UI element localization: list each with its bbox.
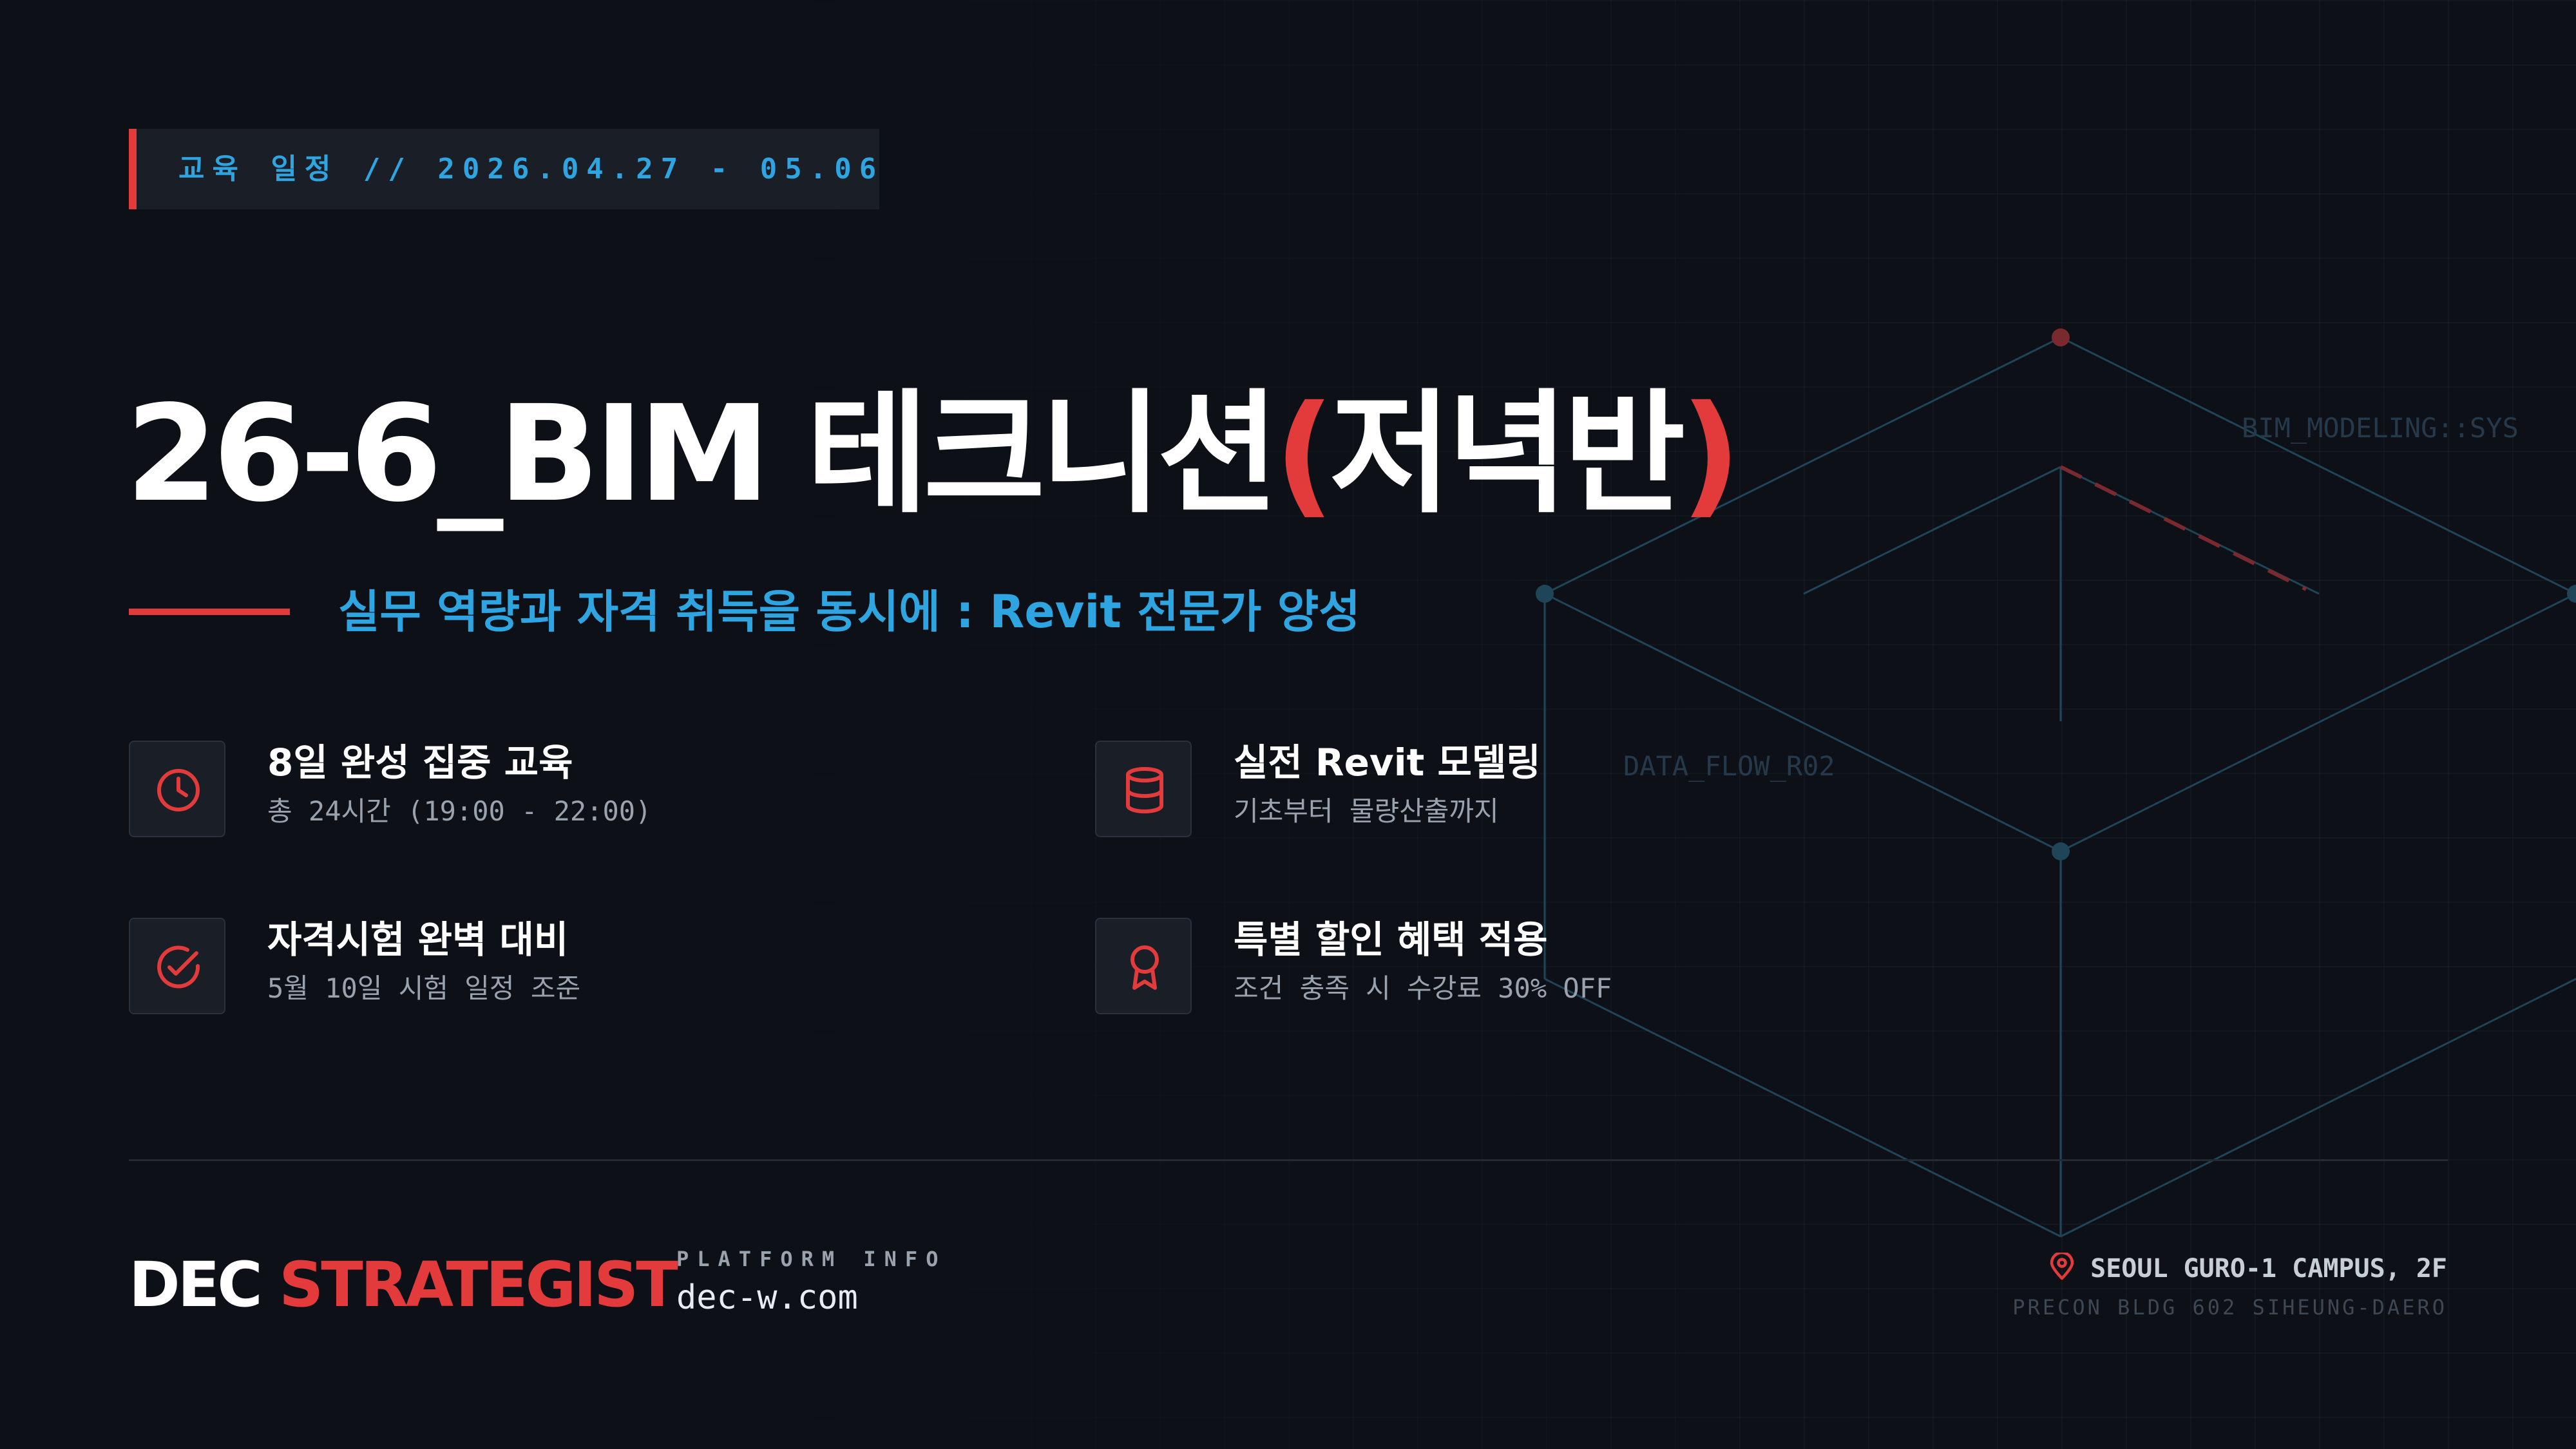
location-sub: PRECON BLDG 602 SIHEUNG-DAERO: [2012, 1295, 2447, 1320]
check-circle-icon: [157, 945, 200, 989]
feature-title: 실전 Revit 모델링: [1234, 741, 1541, 784]
feature-desc: 5월 10일 시험 일정 조준: [267, 972, 581, 1004]
platform-url[interactable]: dec-w.com: [676, 1278, 858, 1317]
subtitle: 실무 역량과 자격 취득을 동시에 : Revit 전문가 양성: [338, 585, 1360, 638]
feature-desc: 조건 충족 시 수강료 30% OFF: [1234, 972, 1612, 1004]
footer-divider: [129, 1159, 2448, 1161]
node-dot: [2567, 585, 2576, 603]
schedule-label: 교육 일정 // 2026.04.27 - 05.06: [178, 153, 884, 185]
node-dot: [1536, 585, 1554, 603]
clock-icon: [157, 769, 200, 811]
node-dot-red: [2052, 328, 2070, 346]
award-icon: [1131, 945, 1159, 990]
decor-label-flow: DATA_FLOW_R02: [1623, 750, 1835, 782]
feature-title: 8일 완성 집중 교육: [267, 741, 573, 784]
title-paren-inner: 저녁반: [1330, 377, 1686, 531]
platform-label: PLATFORM INFO: [676, 1247, 947, 1271]
feature-desc: 기초부터 물량산출까지: [1234, 795, 1499, 827]
feature-title: 자격시험 완벽 대비: [267, 918, 569, 961]
feature-icon-box: [1095, 741, 1192, 837]
title-main: 26-6_BIM 테크니션: [126, 377, 1279, 531]
location-main: SEOUL GURO-1 CAMPUS, 2F: [2090, 1254, 2447, 1283]
feature-item: 자격시험 완벽 대비 5월 10일 시험 일정 조준: [129, 918, 1031, 1014]
feature-title: 특별 할인 혜택 적용: [1234, 918, 1548, 961]
node-dot: [2052, 842, 2070, 860]
brand-logo: DEC STRATEGIST: [129, 1246, 678, 1323]
feature-item: 실전 Revit 모델링 기초부터 물량산출까지: [1095, 741, 1997, 837]
feature-desc: 총 24시간 (19:00 - 22:00): [267, 795, 652, 827]
schedule-tag: 교육 일정 // 2026.04.27 - 05.06: [129, 129, 879, 209]
feature-icon-box: [129, 918, 225, 1014]
feature-item: 8일 완성 집중 교육 총 24시간 (19:00 - 22:00): [129, 741, 1031, 837]
brand-part1: DEC: [129, 1249, 263, 1321]
subtitle-accent-line: [129, 609, 290, 615]
feature-item: 특별 할인 혜택 적용 조건 충족 시 수강료 30% OFF: [1095, 918, 1997, 1014]
location: SEOUL GURO-1 CAMPUS, 2F: [2048, 1249, 2447, 1288]
decor-label-sys: BIM_MODELING::SYS: [2242, 412, 2519, 444]
database-icon: [1126, 767, 1163, 813]
brand-part2: STRATEGIST: [279, 1249, 678, 1321]
title-paren-open: (: [1274, 377, 1335, 531]
feature-icon-box: [1095, 918, 1192, 1014]
page-title: 26-6_BIM 테크니션(저녁반): [126, 357, 1741, 551]
title-paren-close: ): [1680, 377, 1741, 531]
feature-icon-box: [129, 741, 225, 837]
map-pin-icon: [2050, 1251, 2074, 1280]
